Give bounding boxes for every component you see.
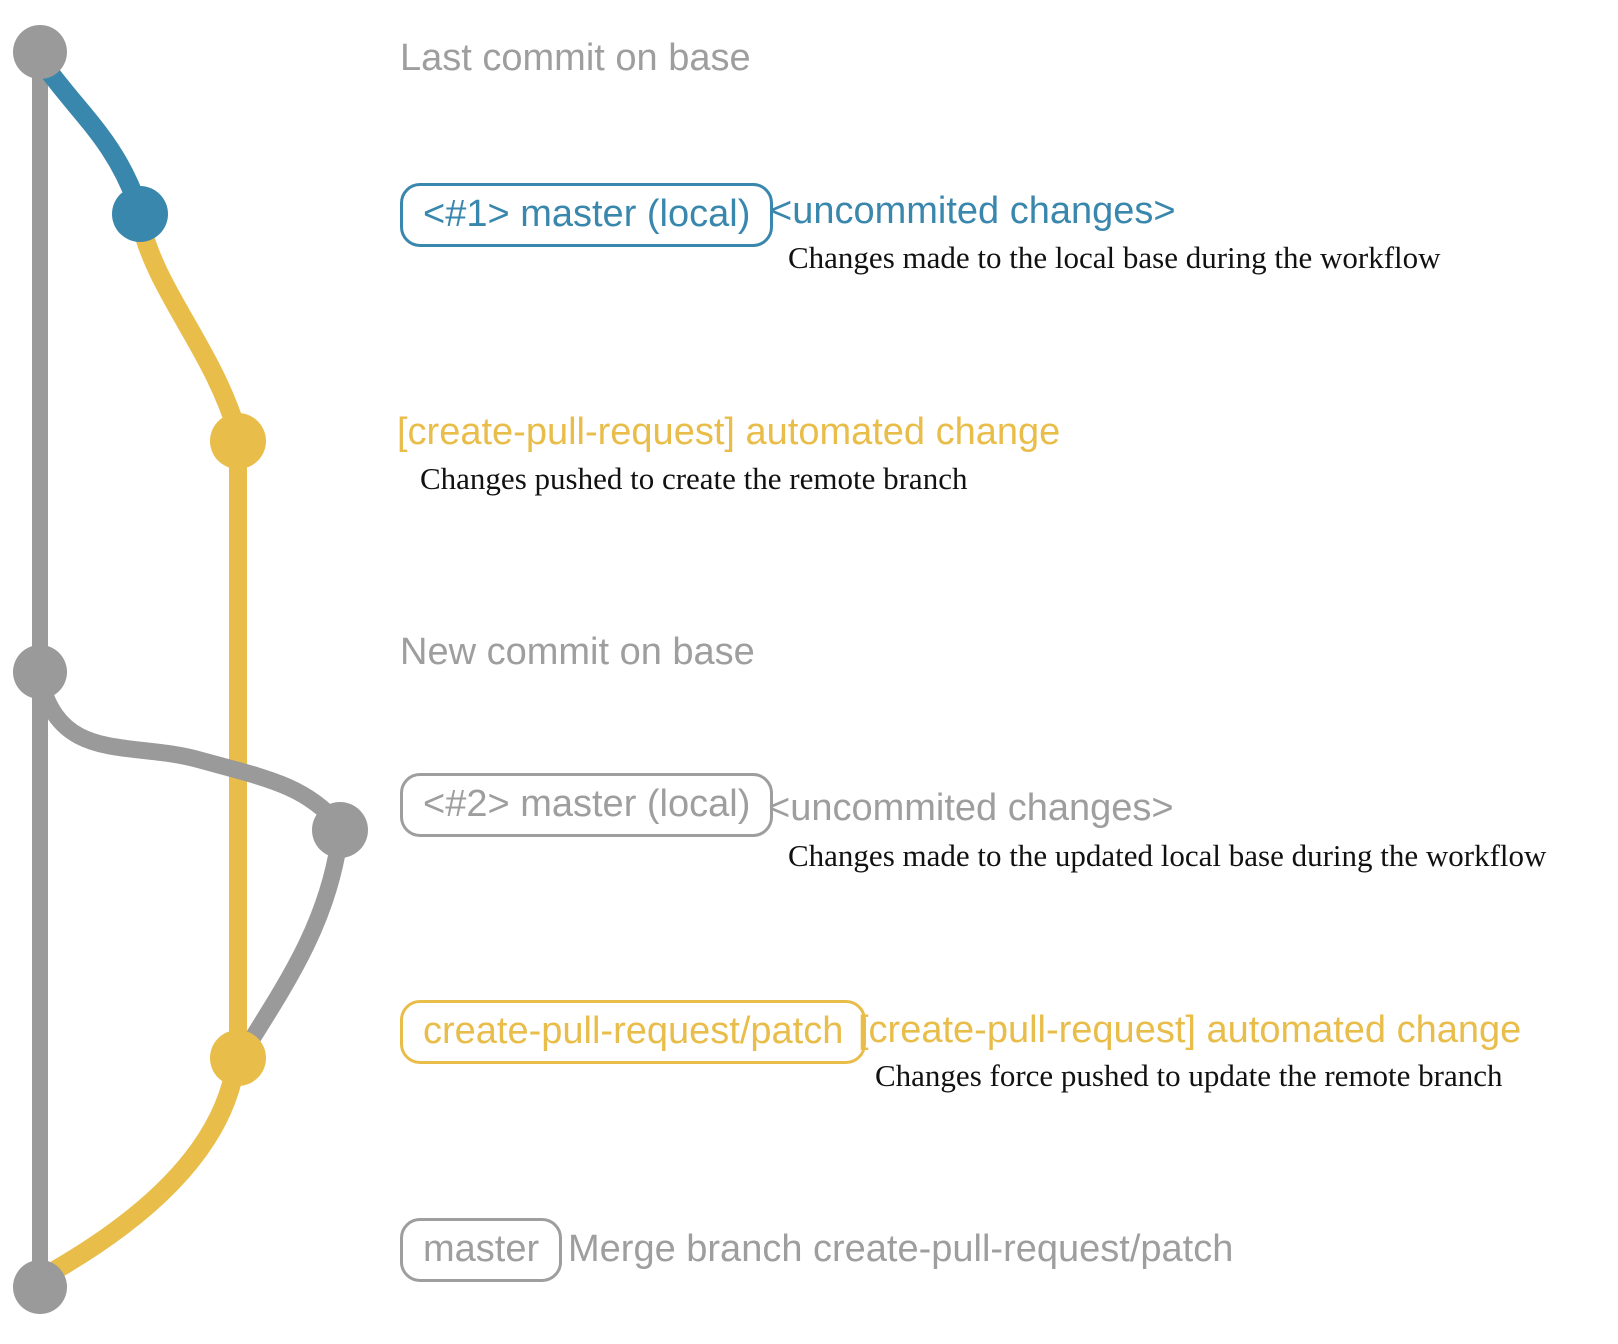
commit-dot-last-base: [13, 25, 67, 79]
patch-merge-curve: [42, 1052, 246, 1282]
commit-dot-patch-1: [210, 413, 266, 469]
patch-branch-curve: [130, 210, 246, 438]
commit-message-local-2: <uncommited changes>: [768, 787, 1174, 829]
base-update-curve-2: [241, 833, 348, 1051]
branch-label-patch: create-pull-request/patch: [400, 1000, 867, 1064]
commit-dot-local-2: [312, 802, 368, 858]
commit-message-patch-2: [create-pull-request] automated change: [858, 1009, 1522, 1051]
commit-dot-local-1: [112, 186, 168, 242]
commit-description-patch-2: Changes force pushed to update the remot…: [875, 1058, 1503, 1093]
local-branch-curve: [32, 52, 148, 216]
base-update-curve-1: [31, 669, 347, 833]
commit-message-new-base: New commit on base: [400, 631, 755, 673]
commit-message-local-1: <uncommited changes>: [770, 190, 1176, 232]
commit-message-patch-1: [create-pull-request] automated change: [397, 411, 1061, 453]
branch-label-local-1: <#1> master (local): [400, 183, 774, 247]
commit-dot-patch-2: [210, 1030, 266, 1086]
commit-description-local-2: Changes made to the updated local base d…: [788, 838, 1547, 873]
commit-description-local-1: Changes made to the local base during th…: [788, 240, 1441, 275]
commit-dot-new-base: [13, 645, 67, 699]
branch-label-local-2: <#2> master (local): [400, 773, 774, 837]
commit-message-last-base: Last commit on base: [400, 37, 751, 79]
commit-message-merge: Merge branch create-pull-request/patch: [568, 1228, 1234, 1270]
commit-dot-merge: [13, 1260, 67, 1314]
commit-description-patch-1: Changes pushed to create the remote bran…: [420, 461, 968, 496]
branch-label-master: master: [400, 1218, 563, 1282]
